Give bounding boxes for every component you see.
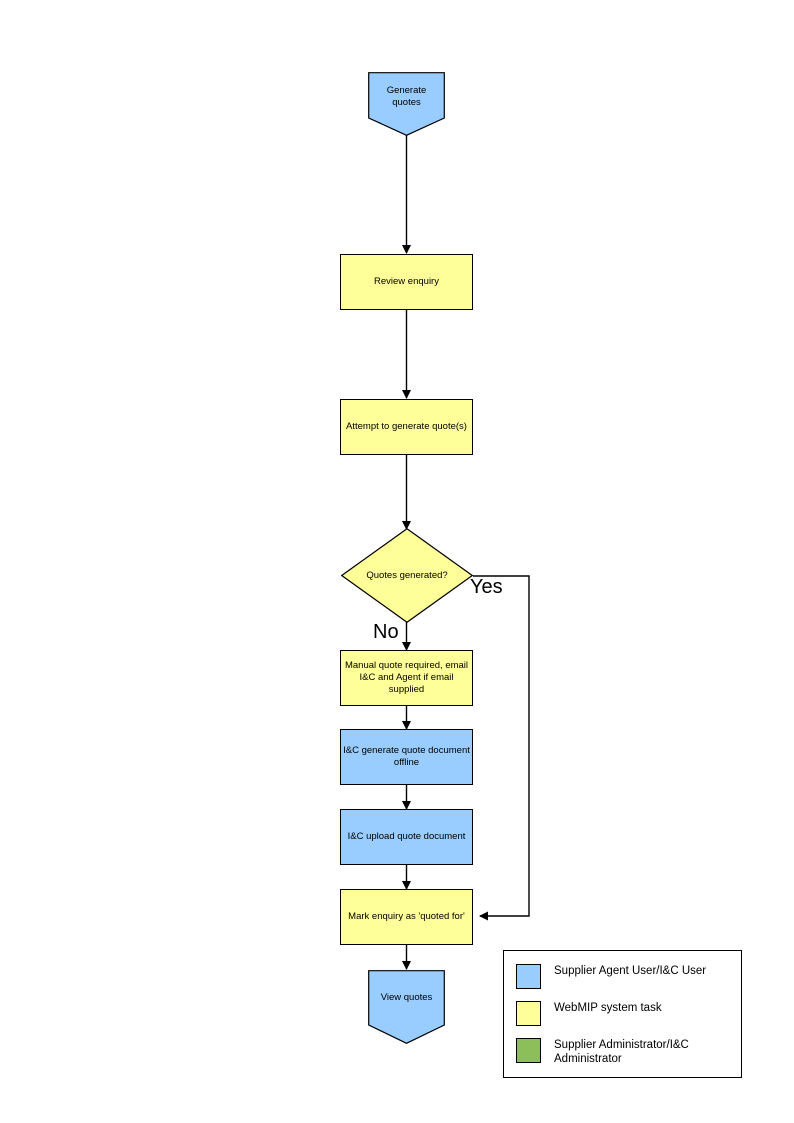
node-view-quotes[interactable]: View quotes xyxy=(368,970,445,1044)
pentagon-shape-generate-quotes xyxy=(368,72,445,136)
node-label-manual-quote-required: Manual quote required, email I&C and Age… xyxy=(344,660,469,695)
legend-swatch-green xyxy=(516,1038,541,1063)
node-label-line-2: quotes xyxy=(392,97,421,108)
edge-label-no: No xyxy=(373,621,399,643)
node-label-ic-upload-quote-document: I&C upload quote document xyxy=(347,831,466,842)
node-quotes-generated-decision[interactable]: Quotes generated? xyxy=(341,528,473,623)
legend-label-supplier-agent-user: Supplier Agent User/I&C User xyxy=(554,965,707,977)
node-mark-enquiry-quoted-for[interactable]: Mark enquiry as 'quoted for' xyxy=(340,889,473,945)
legend-label-supplier-administrator: Supplier Administrator/I&C Administrator xyxy=(554,1039,689,1065)
node-attempt-generate-quotes[interactable]: Attempt to generate quote(s) xyxy=(340,399,473,455)
legend-item-supplier-administrator: Supplier Administrator/I&C Administrator xyxy=(516,1038,734,1066)
edge-decision-yes-to-mark xyxy=(473,575,530,921)
node-label-review-enquiry: Review enquiry xyxy=(374,276,439,287)
legend-swatch-blue xyxy=(516,964,541,989)
edge-label-yes: Yes xyxy=(470,576,503,598)
node-review-enquiry[interactable]: Review enquiry xyxy=(340,254,473,310)
legend-swatch-yellow xyxy=(516,1001,541,1026)
legend-item-webmip-system-task: WebMIP system task xyxy=(516,1001,662,1026)
node-label-attempt-generate-quotes: Attempt to generate quote(s) xyxy=(346,421,467,432)
node-ic-upload-quote-document[interactable]: I&C upload quote document xyxy=(340,809,473,865)
node-ic-generate-quote-offline[interactable]: I&C generate quote document offline xyxy=(340,729,473,785)
legend-item-supplier-agent-user: Supplier Agent User/I&C User xyxy=(516,964,706,989)
node-label-view-quotes: View quotes xyxy=(380,992,433,1003)
node-label-quotes-generated: Quotes generated? xyxy=(366,569,448,581)
legend-box: Supplier Agent User/I&C User WebMIP syst… xyxy=(503,950,742,1078)
node-label-ic-generate-quote-offline: I&C generate quote document offline xyxy=(343,745,470,768)
node-manual-quote-required[interactable]: Manual quote required, email I&C and Age… xyxy=(340,650,473,706)
pentagon-shape-view-quotes xyxy=(368,970,445,1044)
node-generate-quotes[interactable]: Generate quotes xyxy=(368,72,445,136)
node-label-generate-quotes: Generate quotes xyxy=(368,85,445,123)
diamond-shape-quotes-generated xyxy=(341,528,473,623)
node-label-mark-enquiry-quoted-for: Mark enquiry as 'quoted for' xyxy=(348,911,465,922)
node-label-line-1: Generate xyxy=(386,85,427,96)
legend-label-webmip-system-task: WebMIP system task xyxy=(554,1002,662,1014)
